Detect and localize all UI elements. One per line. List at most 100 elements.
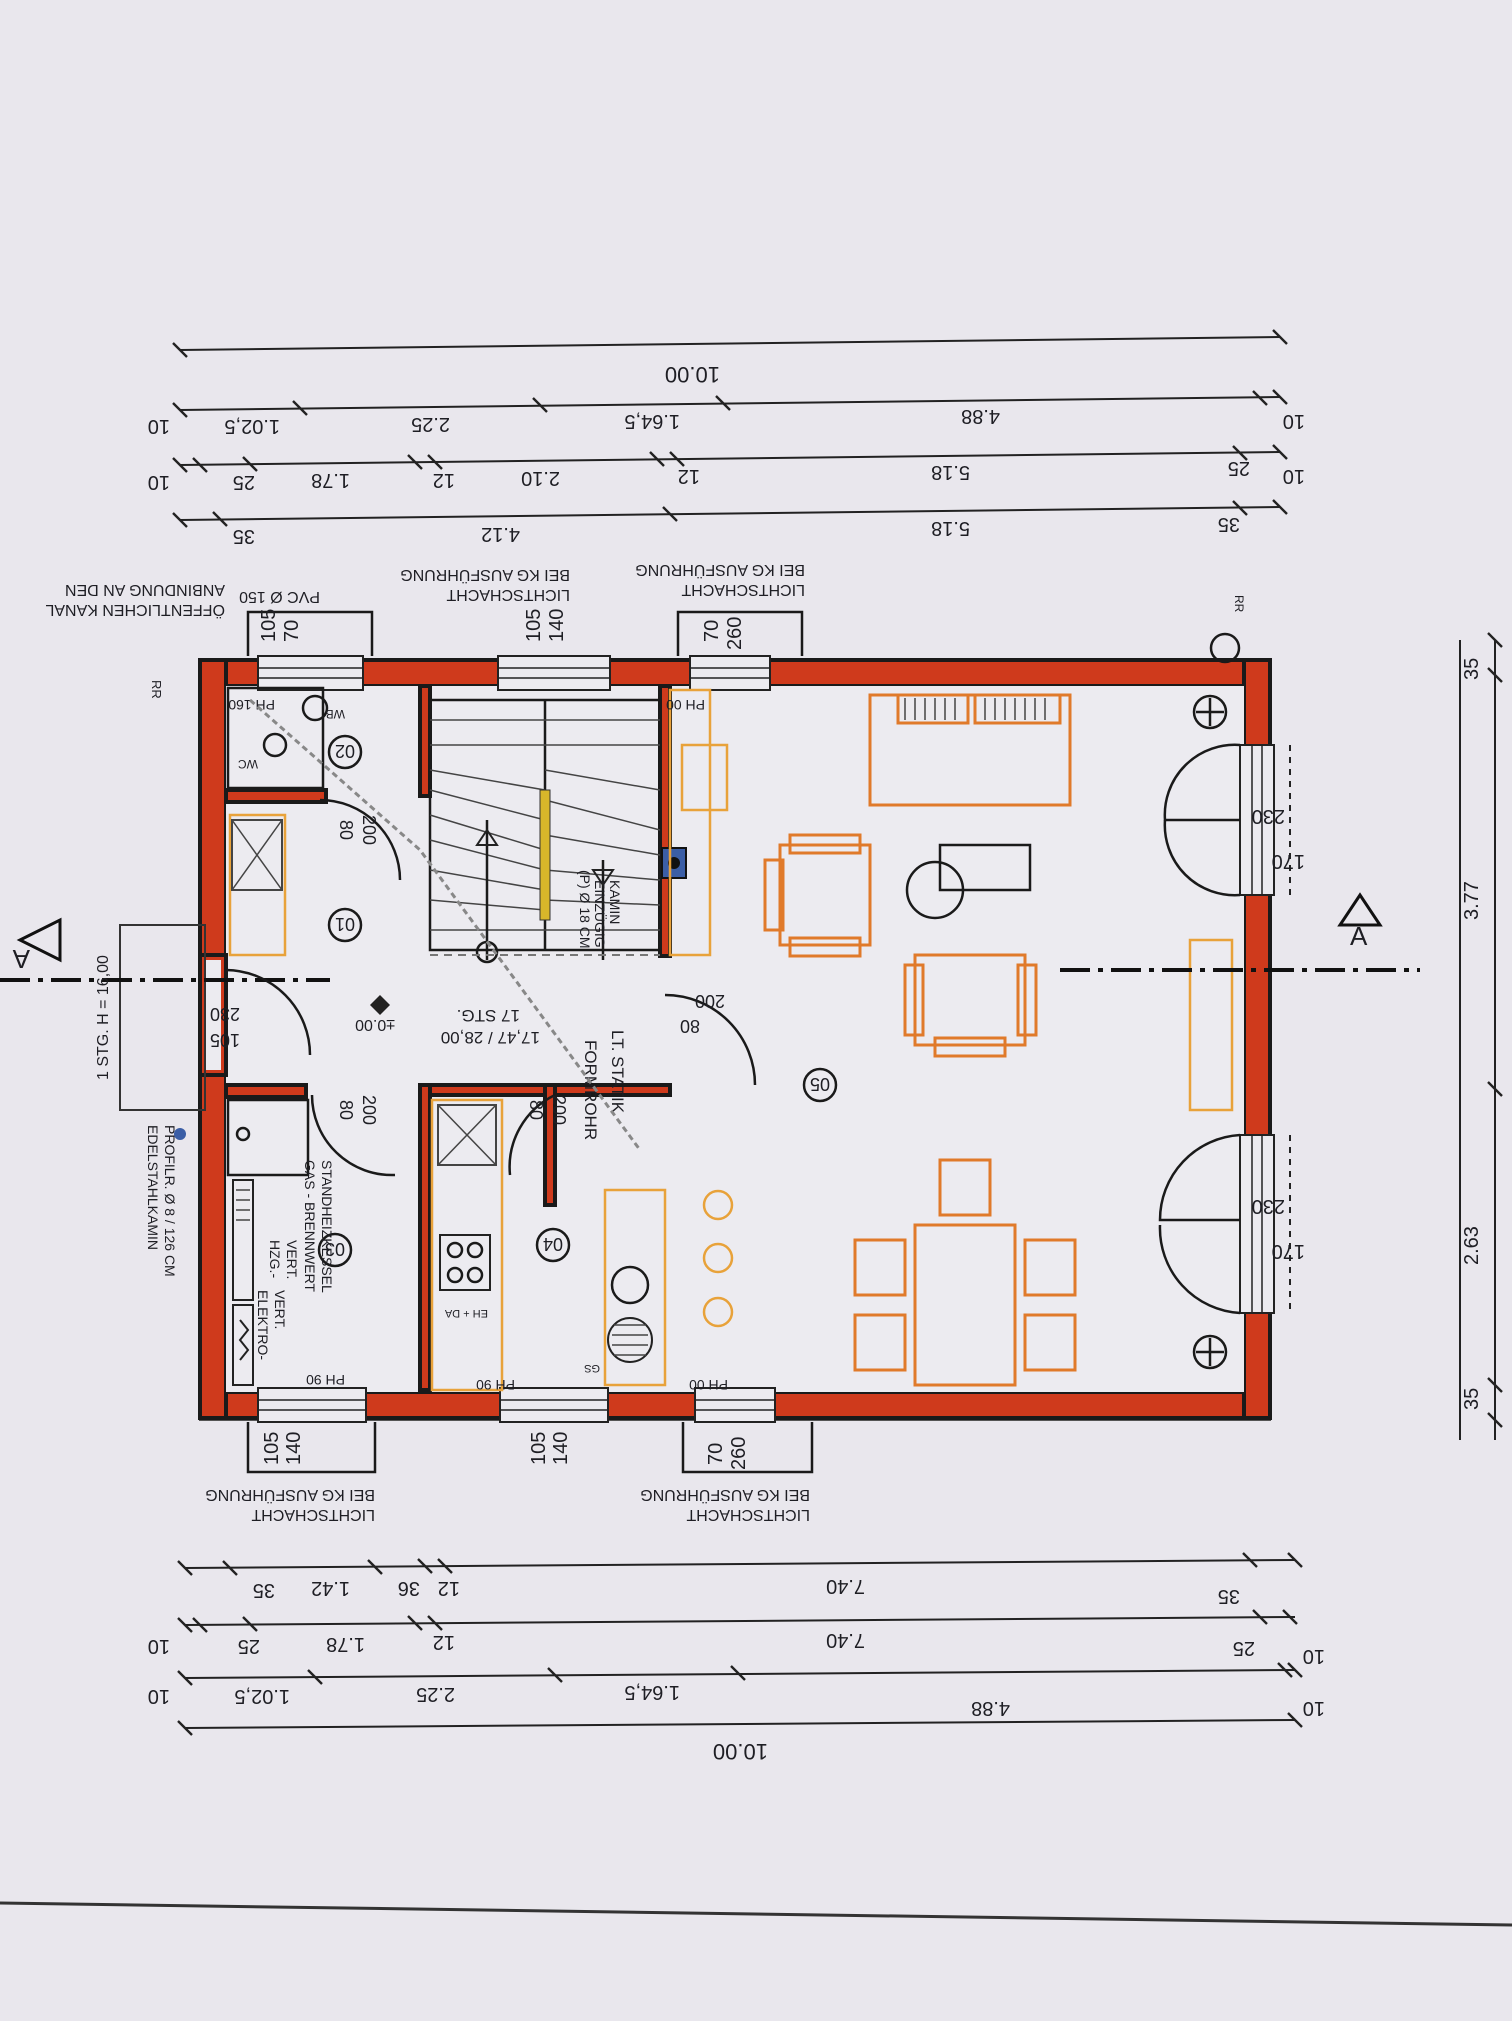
dim-label: 2.10 bbox=[521, 467, 560, 489]
staircase: KAMIN EINZÜGIG (P) Ø 18 CM 17 STG. 17,47… bbox=[355, 698, 687, 1140]
door-label: 200 bbox=[695, 991, 725, 1011]
dim-label: 7.40 bbox=[826, 1629, 865, 1651]
dim-label: 12 bbox=[433, 1631, 455, 1653]
lichtschacht-label: LICHTSCHACHT bbox=[681, 581, 805, 598]
lichtschacht-label: BEI KG AUSFÜHRUNG bbox=[205, 1486, 375, 1504]
dim-label: 25 bbox=[233, 471, 255, 493]
kanal-label: ÖFFENTLICHEN KANAL bbox=[45, 601, 225, 619]
section-marker-left: A bbox=[12, 944, 30, 974]
window-label: 140 bbox=[283, 1432, 305, 1465]
door-label: 80 bbox=[680, 1016, 700, 1036]
ph-label: PH 90 bbox=[306, 1372, 345, 1388]
dim-label: 7.40 bbox=[826, 1575, 865, 1597]
lichtschacht-label: BEI KG AUSFÜHRUNG bbox=[640, 1486, 810, 1504]
edelstahl-label: PROFILR. Ø 8 / 126 CM bbox=[162, 1125, 178, 1277]
lichtschacht-label: BEI KG AUSFÜHRUNG bbox=[635, 561, 805, 579]
armchair-2 bbox=[913, 953, 1027, 1047]
lichtschacht-label: LICHTSCHACHT bbox=[251, 1506, 375, 1523]
dim-label: 35 bbox=[253, 1579, 275, 1601]
dim-label: 1.64,5 bbox=[624, 1681, 680, 1703]
dim-label: 25 bbox=[1233, 1637, 1255, 1659]
window-label: 70 bbox=[705, 1443, 727, 1465]
door-label: 200 bbox=[359, 815, 379, 845]
window-label: 140 bbox=[546, 609, 568, 642]
dims-top: 10.00 10 1.02,5 2.25 1.64,5 4.88 10 10 2… bbox=[148, 329, 1305, 547]
dim-bottom-total: 10.00 bbox=[713, 1739, 768, 1764]
window-label: 105 bbox=[258, 609, 280, 642]
dim-label: 35 bbox=[233, 525, 255, 547]
dim-label: 12 bbox=[433, 469, 455, 491]
lichtschacht-label: BEI KG AUSFÜHRUNG bbox=[400, 566, 570, 584]
lichtschacht-label: LICHTSCHACHT bbox=[446, 586, 570, 603]
window-label: 140 bbox=[550, 1432, 572, 1465]
hzg-label: VERT. bbox=[284, 1240, 300, 1279]
dim-label: 4.88 bbox=[961, 405, 1000, 427]
window-label: 170 bbox=[1272, 1240, 1305, 1262]
room-number-05: 05 bbox=[810, 1074, 830, 1094]
dim-label: 1.78 bbox=[311, 469, 350, 491]
dim-label: 1.02,5 bbox=[234, 1685, 290, 1707]
ehda-label: EH + DA bbox=[444, 1307, 488, 1319]
sofa bbox=[868, 693, 1072, 807]
ph-label: PH 00 bbox=[689, 1377, 728, 1393]
dim-label: 2.25 bbox=[411, 413, 450, 435]
gas-label: STANDHEIZKESSEL bbox=[319, 1160, 335, 1293]
kamin-label: EINZÜGIG bbox=[592, 880, 609, 948]
rr-label: RR bbox=[1232, 595, 1246, 613]
dims-bottom: 10.00 10 1.02,5 2.25 1.64,5 4.88 10 10 2… bbox=[148, 1552, 1325, 1764]
door-label: 200 bbox=[359, 1095, 379, 1125]
stg-label: 1 STG. H = 16,00 bbox=[95, 955, 112, 1080]
gas-line bbox=[249, 698, 642, 1151]
gas-label: GAS - BRENNWERT bbox=[302, 1160, 318, 1292]
dining-table bbox=[913, 1223, 1017, 1387]
dim-top-total: 10.00 bbox=[665, 362, 720, 387]
room-technik: 03 HZG.- VERT. ELEKTRO- VERT. GAS - BREN… bbox=[145, 1094, 396, 1388]
dim-label: 1.02,5 bbox=[224, 415, 280, 437]
dim-label: 1.64,5 bbox=[624, 410, 680, 432]
edelstahl-label: EDELSTAHLKAMIN bbox=[145, 1125, 161, 1250]
dim-label: 35 bbox=[1461, 1388, 1483, 1410]
dim-label: 10 bbox=[148, 1685, 170, 1707]
dim-label: 10 bbox=[1283, 410, 1305, 432]
room-kitchen: EH + DA 04 PH 90 80 200 GS PH 00 bbox=[430, 1093, 734, 1393]
room-number-01: 01 bbox=[335, 914, 355, 934]
dim-label: 4.88 bbox=[971, 1697, 1010, 1719]
window-label: 105 bbox=[528, 1432, 550, 1465]
rr-label: RR bbox=[149, 680, 164, 699]
kamin-label: (P) Ø 18 CM bbox=[577, 870, 593, 949]
formrohr-label: FORMROHR bbox=[581, 1040, 600, 1140]
entry: 230 105 1 STG. H = 16,00 A bbox=[0, 917, 330, 1111]
room-number-04: 04 bbox=[543, 1234, 563, 1254]
windows-bottom: 105 140 105 140 70 260 bbox=[246, 1387, 814, 1474]
door-label: 200 bbox=[549, 1095, 569, 1125]
dim-label: 5.18 bbox=[931, 461, 970, 483]
dim-label: 2.63 bbox=[1461, 1226, 1483, 1265]
dim-label: 10 bbox=[148, 1635, 170, 1657]
window-label: 260 bbox=[728, 1437, 750, 1470]
wb-label: WB bbox=[326, 707, 345, 721]
armchair-1 bbox=[778, 843, 872, 947]
dim-label: 1.42 bbox=[311, 1577, 350, 1599]
ph-label: PH 160 bbox=[228, 697, 275, 713]
formrohr-label: LT. STATIK bbox=[608, 1030, 627, 1114]
room-number-02: 02 bbox=[335, 741, 355, 761]
window-label: 105 bbox=[261, 1432, 283, 1465]
outer-walls bbox=[198, 658, 1272, 1421]
ph-label: PH 90 bbox=[476, 1377, 515, 1393]
pvc-label: PVC Ø 150 bbox=[239, 588, 320, 605]
room-number-03: 03 bbox=[325, 1239, 345, 1259]
window-label: 230 bbox=[1252, 805, 1285, 827]
windows-top: 105 70 105 140 70 260 bbox=[246, 609, 804, 691]
dim-label: 12 bbox=[678, 465, 700, 487]
dim-label: 5.18 bbox=[931, 517, 970, 539]
door-label: 230 bbox=[210, 1004, 240, 1024]
dim-label: 25 bbox=[1228, 457, 1250, 479]
dim-label: 35 bbox=[1461, 658, 1483, 680]
dim-label: 10 bbox=[148, 471, 170, 493]
dims-right: 35 3.77 2.63 35 bbox=[1459, 632, 1503, 1440]
window-label: 230 bbox=[1252, 1195, 1285, 1217]
stair-label: 17 STG. bbox=[457, 1006, 520, 1025]
outside-notes: ANBINDUNG AN DEN ÖFFENTLICHEN KANAL PVC … bbox=[45, 561, 810, 1523]
